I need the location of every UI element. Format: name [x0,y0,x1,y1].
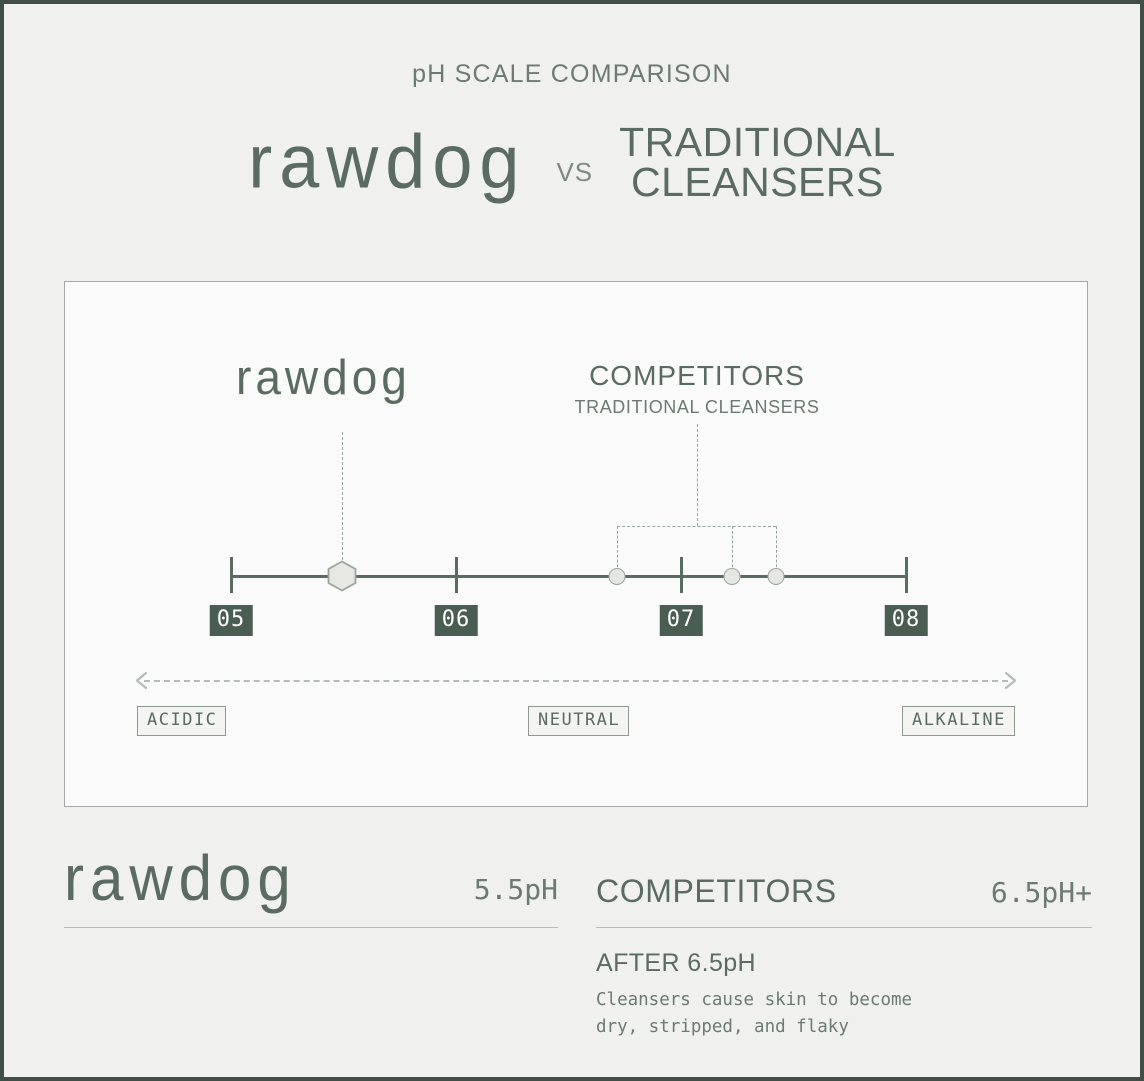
after-heading: AFTER 6.5pH [596,949,757,977]
after-body: Cleansers cause skin to become dry, stri… [596,990,913,1038]
chart-label-competitors-sub: TRADITIONAL CLEANSERS [574,397,820,417]
summary-row-competitors: COMPETITORS 6.5pH+ [596,849,1092,907]
summary-row-rawdog: rawdog 5.5pH [64,842,558,914]
page-title: rawdog VS TRADITIONAL CLEANSERS [4,119,1140,206]
axis-badge-5: 05 [209,605,253,636]
competitor-bracket-drop-3 [776,526,777,572]
acid-alkaline-scale-line [144,680,1008,682]
competitor-bracket-stem [697,424,698,526]
leader-line-rawdog [342,432,343,560]
competitor-title: TRADITIONAL CLEANSERS [619,119,896,206]
chart-label-rawdog: rawdog [236,349,411,405]
ph-chart: rawdog COMPETITORS TRADITIONAL CLEANSERS… [4,4,1140,1077]
axis-badge-6: 06 [434,605,478,636]
marker-rawdog-hexagon [327,560,357,592]
summary-divider-competitors [596,927,1092,928]
zone-label-acidic: ACIDIC [137,706,227,736]
marker-competitor-3 [767,568,785,585]
arrow-right-icon [1004,671,1017,690]
summary-section: rawdog 5.5pH COMPETITORS 6.5pH+ AFTER 6.… [4,842,1144,1079]
axis-tick-6 [455,557,458,593]
competitor-title-line2: CLEANSERS [630,159,884,206]
summary-name-competitors: COMPETITORS [596,873,837,909]
competitor-bracket-bar [617,526,776,527]
summary-brand-rawdog: rawdog [64,842,297,914]
competitor-title-line1: TRADITIONAL [619,119,896,165]
chart-label-competitors: COMPETITORS TRADITIONAL CLEANSERS [575,360,820,418]
axis-badge-8: 08 [884,605,928,636]
summary-divider-rawdog [64,927,558,928]
summary-ph-competitors: 6.5pH+ [990,876,1092,909]
ph-axis-line [230,575,905,578]
axis-tick-8 [905,557,908,593]
competitor-bracket-drop-1 [617,526,618,572]
summary-ph-rawdog: 5.5pH [473,873,558,906]
versus-label: VS [556,156,594,187]
axis-tick-7 [680,557,683,593]
zone-label-neutral: NEUTRAL [528,706,630,736]
axis-tick-5 [230,557,233,593]
summary-card-rawdog: rawdog 5.5pH [64,842,558,928]
brand-wordmark: rawdog [248,119,527,205]
axis-badge-7: 07 [659,605,703,636]
chart-label-competitors-main: COMPETITORS [589,360,805,391]
zone-label-alkaline: ALKALINE [902,706,1015,736]
page-eyebrow: pH SCALE COMPARISON [412,60,732,88]
marker-competitor-2 [723,568,741,585]
summary-card-competitors: COMPETITORS 6.5pH+ AFTER 6.5pH Cleansers… [596,849,1092,1041]
arrow-left-icon [135,671,148,690]
marker-competitor-1 [608,568,626,585]
competitor-bracket-drop-2 [732,526,733,572]
